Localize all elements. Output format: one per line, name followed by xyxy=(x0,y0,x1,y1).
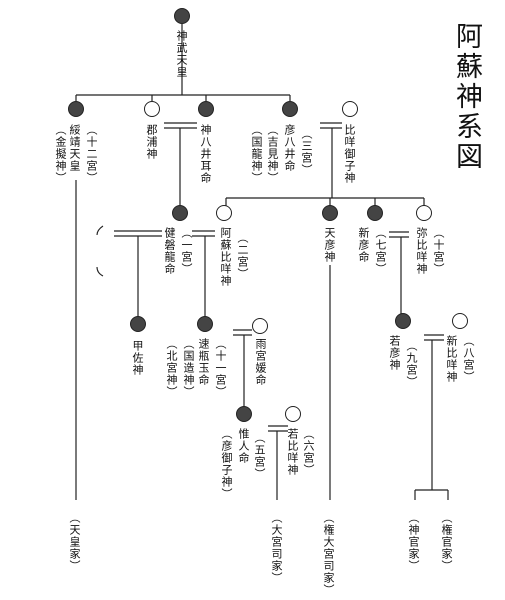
node-amemiyahime xyxy=(252,318,268,334)
node-jimmu xyxy=(174,8,190,24)
label-kosa: 甲佐神 xyxy=(131,340,144,376)
label-kaura: 郡浦神 xyxy=(145,124,158,160)
node-suizei xyxy=(68,101,84,117)
label-niihiko-rank: （七宮） xyxy=(374,227,387,275)
label-hayamikatama-alt: （国造神） xyxy=(182,338,195,398)
label-yahime-rank: （十宮） xyxy=(432,227,445,275)
node-korehito xyxy=(236,406,252,422)
label-hikoyai: 彦八井命 xyxy=(283,124,296,172)
label-omiya-house: （大宮司家） xyxy=(270,512,283,584)
label-takeiwatatsu-rank: （一宮） xyxy=(180,227,193,275)
diagram-title: 阿蘇神系図 xyxy=(451,22,482,172)
node-asohime xyxy=(216,205,232,221)
node-shinhime xyxy=(452,313,468,329)
label-amahiko: 天彦神 xyxy=(323,227,336,263)
label-asohime: 阿蘇比咩神 xyxy=(219,227,232,287)
label-korehito-alt: （彦御子神） xyxy=(220,428,233,500)
node-wakahiko xyxy=(395,313,411,329)
label-jimmu: 神武天皇 xyxy=(175,30,188,78)
label-korehito-rank: （五宮） xyxy=(253,432,266,480)
label-hayamikatama: 速瓶玉命 xyxy=(197,338,210,386)
label-takeiwatatsu: 健磐龍命 xyxy=(163,227,176,275)
label-hikoyai-alt: （吉見神） xyxy=(266,124,279,184)
label-asohime-rank: （二宮） xyxy=(236,232,249,280)
node-amahiko xyxy=(322,205,338,221)
label-wakahime-rank: （六宮） xyxy=(302,428,315,476)
label-gonkan-house: （権官家） xyxy=(440,512,453,572)
label-gon-omiya-house: （権大宮司家） xyxy=(322,512,335,596)
node-takeiwatatsu xyxy=(172,205,188,221)
label-wakahime: 若比咩神 xyxy=(286,428,299,476)
label-korehito: 惟人命 xyxy=(237,428,250,464)
label-suizei-rank: （十二宮） xyxy=(85,124,98,184)
node-hikoyai xyxy=(282,101,298,117)
label-wakahiko-rank: （九宮） xyxy=(405,340,418,388)
node-yahime xyxy=(416,205,432,221)
node-wakahime xyxy=(285,406,301,422)
node-kaura xyxy=(144,101,160,117)
node-kosa xyxy=(130,316,146,332)
label-hayamikatama-alt2: （北宮神） xyxy=(165,338,178,398)
node-kamuyaimimi xyxy=(198,101,214,117)
label-hayamikatama-rank: （十一宮） xyxy=(214,338,227,398)
label-hikoyai-alt2: （国龍神） xyxy=(250,124,263,184)
label-suizei: 綏靖天皇 xyxy=(68,124,81,172)
label-amemiyahime: 雨宮媛命 xyxy=(254,338,267,386)
label-suizei-shrine: （金擬神） xyxy=(54,124,67,184)
label-hikoyai-rank: （三宮） xyxy=(300,128,313,176)
label-shinhime-rank: （八宮） xyxy=(462,335,475,383)
label-niihiko: 新彦命 xyxy=(357,227,370,263)
node-niihiko xyxy=(367,205,383,221)
label-wakahiko: 若彦神 xyxy=(388,335,401,371)
label-kamukan-house: （神官家） xyxy=(407,512,420,572)
label-himiko-mi: 比咩御子神 xyxy=(343,124,356,184)
label-kamuyaimimi: 神八井耳命 xyxy=(199,124,212,184)
label-shinhime: 新比咩神 xyxy=(445,335,458,383)
label-yahime: 弥比咩神 xyxy=(415,227,428,275)
node-himiko-mi xyxy=(342,101,358,117)
label-tenno-house: （天皇家） xyxy=(68,512,81,572)
node-hayamikatama xyxy=(197,316,213,332)
